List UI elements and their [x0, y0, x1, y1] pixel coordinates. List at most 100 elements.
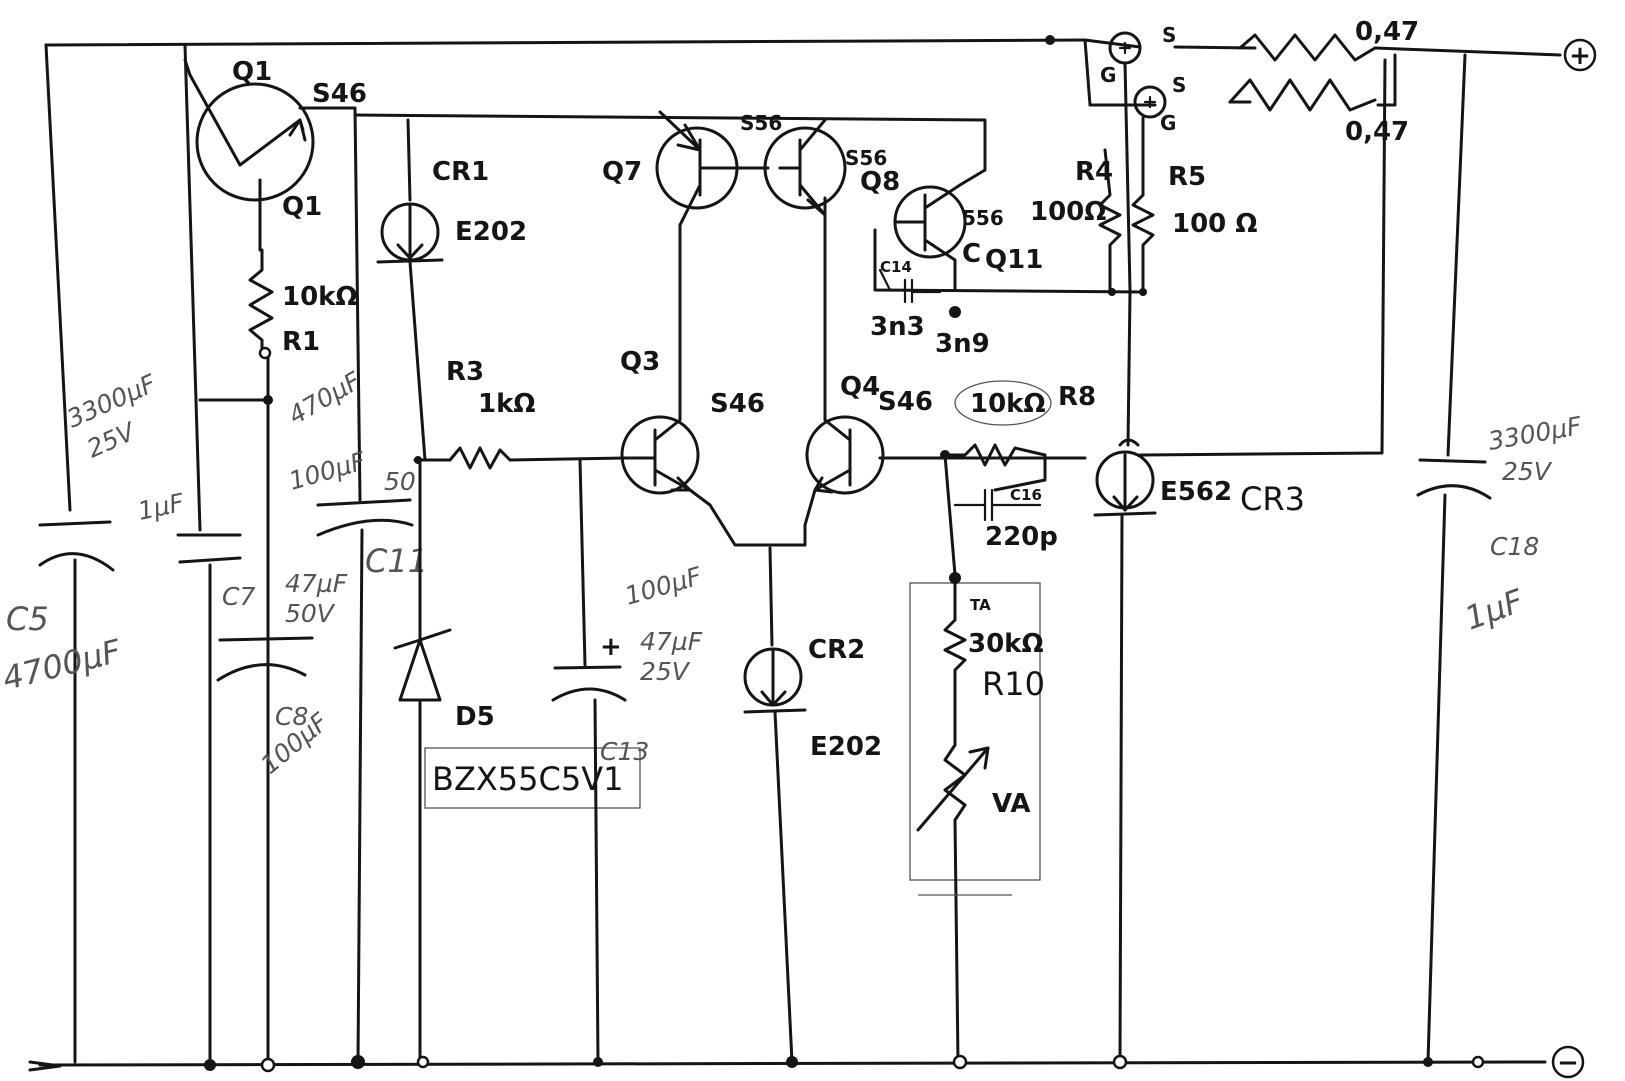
- q1-part: S46: [312, 79, 367, 109]
- capacitor-c13: [551, 458, 627, 1064]
- c14-value: 3n3: [870, 312, 925, 342]
- positive-terminal: +: [1563, 38, 1597, 72]
- zener-d5: [393, 458, 452, 1064]
- d5-ref: D5: [455, 702, 495, 732]
- q1-ref-2: Q1: [282, 192, 322, 222]
- capacitor-c8: [216, 636, 314, 682]
- q4-part: S46: [878, 387, 933, 417]
- capacitor-c14: [878, 268, 942, 304]
- c18-ref: C18: [1490, 532, 1539, 561]
- transistor-q7: [655, 110, 770, 227]
- c16-value: 220p: [985, 522, 1058, 552]
- q11-part: 556: [962, 206, 1004, 230]
- rail-junction-dot: [1045, 35, 1055, 45]
- capacitor-c7: [176, 43, 242, 1064]
- d5-part: BZX55C5V1: [432, 760, 623, 798]
- fet-bottom: [1133, 85, 1167, 119]
- negative-terminal-label: −: [1557, 1048, 1579, 1078]
- c8-ref: C8: [275, 702, 308, 731]
- cr2-feed-wire: [768, 546, 774, 647]
- c13-voltage: 25V: [640, 657, 691, 686]
- resistor-r10: [943, 572, 967, 747]
- cr3-part: E562: [1160, 477, 1232, 507]
- c13-ref: C13: [600, 737, 649, 766]
- c18-alt-value: 3300µF: [1486, 411, 1584, 456]
- transistor-q8: [763, 118, 847, 217]
- cr1-part: E202: [455, 217, 527, 247]
- r5-value: 100 Ω: [1172, 209, 1257, 239]
- potentiometer-va: [916, 743, 990, 1070]
- resistor-r8: [940, 443, 1047, 577]
- resistor-r5: [1131, 116, 1155, 292]
- fet-top-g: G: [1100, 63, 1116, 87]
- q3-ref: Q3: [620, 347, 660, 377]
- transistor-q1: [183, 58, 357, 252]
- r3-value: 1kΩ: [478, 389, 535, 419]
- q1-ref: Q1: [232, 57, 272, 87]
- c13-value: 47µF: [640, 627, 703, 656]
- resistor-shunt-bottom: [1228, 78, 1377, 112]
- capacitor-c5: [38, 43, 115, 1064]
- c13-polarity: +: [600, 632, 622, 662]
- r4-bottom-dot: [1108, 288, 1116, 296]
- c14-alt-value: 3n9: [935, 329, 990, 359]
- capacitor-c11: [316, 106, 414, 1064]
- negative-terminal: −: [1551, 1045, 1585, 1079]
- c8-note-value: 47µF: [285, 569, 348, 598]
- positive-terminal-label: +: [1569, 41, 1591, 71]
- resistor-r3: [413, 446, 627, 470]
- r10-tag: TA: [970, 596, 991, 614]
- fet-top-s: S: [1162, 23, 1176, 47]
- shunt-top-value: 0,47: [1355, 17, 1419, 47]
- r4-ref: R4: [1075, 157, 1113, 187]
- c16-ref: C16: [1010, 486, 1042, 504]
- r8-value: 10kΩ: [970, 389, 1046, 419]
- r10-value: 30kΩ: [968, 629, 1044, 659]
- c18-value: 1µF: [1460, 581, 1529, 637]
- q8-ref: Q8: [860, 167, 900, 197]
- va-tag: VA: [992, 789, 1030, 819]
- c5-ref: C5: [6, 600, 49, 638]
- c7-value: 1µF: [135, 488, 187, 526]
- c11-ref: C11: [365, 542, 428, 580]
- c11-alt-value: 470µF: [284, 366, 367, 430]
- c8-note-voltage: 50V: [285, 599, 336, 628]
- c7-ref: C7: [222, 582, 255, 611]
- cr3-ref: CR3: [1240, 480, 1305, 518]
- positive-rail: [44, 38, 1562, 107]
- d5-part-box: [424, 747, 641, 809]
- r1-value: 10kΩ: [282, 282, 358, 312]
- c5-value: 4700µF: [0, 632, 125, 698]
- cr2-part: E202: [810, 732, 882, 762]
- shunt-bottom-value: 0,47: [1345, 117, 1409, 147]
- r8-ref: R8: [1058, 382, 1096, 412]
- q8-part: S56: [845, 146, 887, 170]
- negative-rail-nodes: [204, 1054, 1485, 1073]
- r4-value: 100Ω: [1030, 197, 1106, 227]
- diff-pair-tail-wire: [708, 503, 807, 547]
- cr2-ref: CR2: [808, 635, 865, 665]
- q11-pin: C: [962, 239, 981, 269]
- diode-cr1: [353, 113, 987, 462]
- capacitor-c18: [1416, 53, 1492, 1064]
- r10-ref: R10: [982, 665, 1045, 703]
- c13-alt-value: 100µF: [622, 561, 706, 611]
- resistor-r1: [248, 248, 274, 1064]
- transistor-q11: [873, 168, 1147, 294]
- q11-ref: Q11: [985, 245, 1043, 275]
- q11-collector-dot: [949, 306, 961, 318]
- fet-bottom-g: G: [1160, 111, 1176, 135]
- diode-cr2: [743, 647, 807, 1068]
- r8-value-circle: [954, 380, 1052, 426]
- output-sense-wire: [1126, 58, 1387, 457]
- resistor-shunt-top: [1238, 33, 1377, 62]
- r10-outline: [909, 582, 1041, 881]
- q7-ref: Q7: [602, 157, 642, 187]
- resistor-r4: [1098, 148, 1122, 292]
- c14-ref: C14: [880, 258, 912, 276]
- capacitor-c16: [953, 488, 1042, 522]
- transistor-q3: [620, 223, 712, 507]
- diode-cr3: [1093, 438, 1157, 1064]
- r3-ref: R3: [446, 357, 484, 387]
